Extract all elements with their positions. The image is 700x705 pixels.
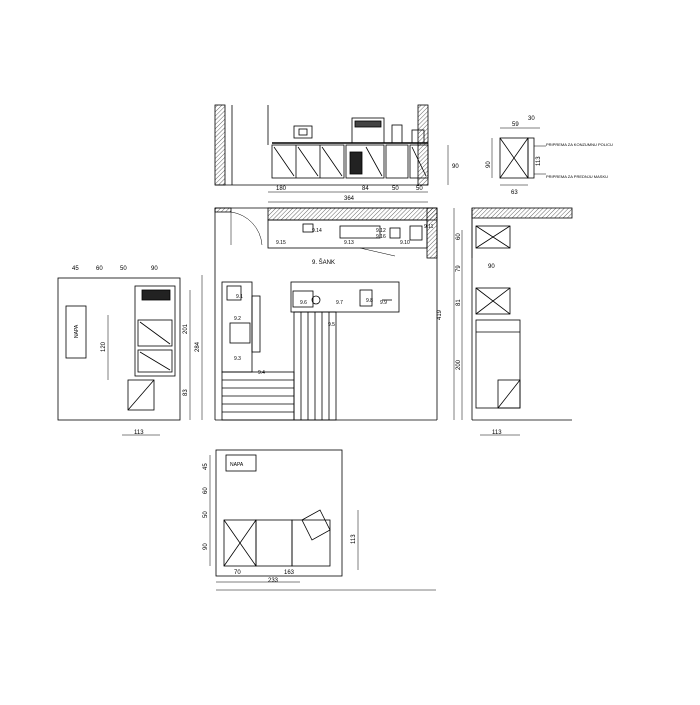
label-9-6: 9.6	[300, 300, 307, 306]
dim-90-front: 90	[452, 164, 459, 170]
dim-70: 70	[234, 570, 241, 576]
dim-90-right: 90	[488, 264, 495, 270]
dim-90-detail: 90	[486, 161, 492, 168]
label-9-3: 9.3	[234, 356, 241, 362]
label-9-11: 9.11	[424, 224, 434, 230]
dim-84: 84	[362, 186, 369, 192]
dim-83: 83	[183, 389, 189, 396]
bar-plan	[214, 207, 473, 421]
dim-60-left: 60	[96, 266, 103, 272]
right-elevation-dims: 60 79 81 200 90 113	[456, 233, 502, 436]
label-9-7: 9.7	[336, 300, 343, 306]
dim-120: 120	[101, 341, 107, 352]
label-9-14: 9.14	[312, 228, 322, 234]
label-9-13: 9.13	[344, 240, 354, 246]
front-elevation	[214, 104, 449, 203]
dim-81-right: 81	[456, 299, 462, 306]
note-front-mask: PRIPREMA ZA PREDNJU MASKU	[546, 174, 608, 179]
dim-50-left: 50	[120, 266, 127, 272]
napa-bottom: NAPA	[230, 462, 244, 468]
dim-59: 59	[512, 122, 519, 128]
label-9-2: 9.2	[234, 316, 241, 322]
detail-dims: 59 30 90 113 63 PRIPREMA ZA KONZUMNU POL…	[486, 116, 613, 196]
dim-60-right: 60	[456, 233, 462, 240]
label-9-8: 9.8	[366, 298, 373, 304]
left-elevation	[57, 275, 203, 436]
dim-113-left: 113	[134, 430, 144, 436]
front-elevation-dims: 180 84 50 50 364 90	[276, 164, 459, 202]
dim-201: 201	[183, 323, 189, 334]
dim-79-right: 79	[456, 265, 462, 272]
bottom-elevation	[209, 449, 436, 591]
dim-113-detail: 113	[536, 156, 542, 166]
left-elevation-dims: 45 60 50 90 NAPA 120 201 284 83 113	[72, 266, 201, 436]
dim-30: 30	[528, 116, 535, 122]
label-9-15: 9.15	[276, 240, 286, 246]
dim-90-bottom: 90	[203, 543, 209, 550]
label-9-10: 9.10	[400, 240, 410, 246]
right-elevation	[461, 207, 573, 436]
dim-90-left: 90	[151, 266, 158, 272]
dim-45-left: 45	[72, 266, 79, 272]
napa-left: NAPA	[74, 324, 80, 338]
label-9-16: 9.16	[376, 234, 386, 240]
dim-50-b: 50	[416, 186, 423, 192]
plan-labels: 9. ŠANK 9.1 9.2 9.3 9.4 9.5 9.6 9.7 9.8 …	[234, 224, 443, 376]
dim-163: 163	[284, 570, 295, 576]
bottom-elevation-dims: NAPA 45 60 50 90 113 70 163 233	[203, 462, 357, 584]
dim-180: 180	[276, 186, 287, 192]
label-9-9: 9.9	[380, 300, 387, 306]
dim-233: 233	[268, 578, 279, 584]
dim-60-bottom: 60	[203, 487, 209, 494]
dim-63: 63	[511, 190, 518, 196]
label-9-1: 9.1	[236, 294, 243, 300]
label-9-4: 9.4	[258, 370, 265, 376]
detail-section	[491, 127, 546, 186]
note-consumer-shelf: PRIPREMA ZA KONZUMNU POLICU	[546, 142, 613, 147]
dim-113-right: 113	[492, 430, 502, 436]
label-9-5: 9.5	[328, 322, 335, 328]
dim-50-a: 50	[392, 186, 399, 192]
plan-title: 9. ŠANK	[312, 259, 335, 266]
label-9-12: 9.12	[376, 228, 386, 234]
dim-45-bottom: 45	[203, 463, 209, 470]
dim-113-bottom: 113	[351, 534, 357, 544]
dim-284: 284	[195, 341, 201, 352]
dim-200-right: 200	[456, 359, 462, 370]
dim-419: 419	[437, 309, 443, 320]
dim-50-bottom: 50	[203, 511, 209, 518]
dim-364: 364	[344, 196, 355, 202]
